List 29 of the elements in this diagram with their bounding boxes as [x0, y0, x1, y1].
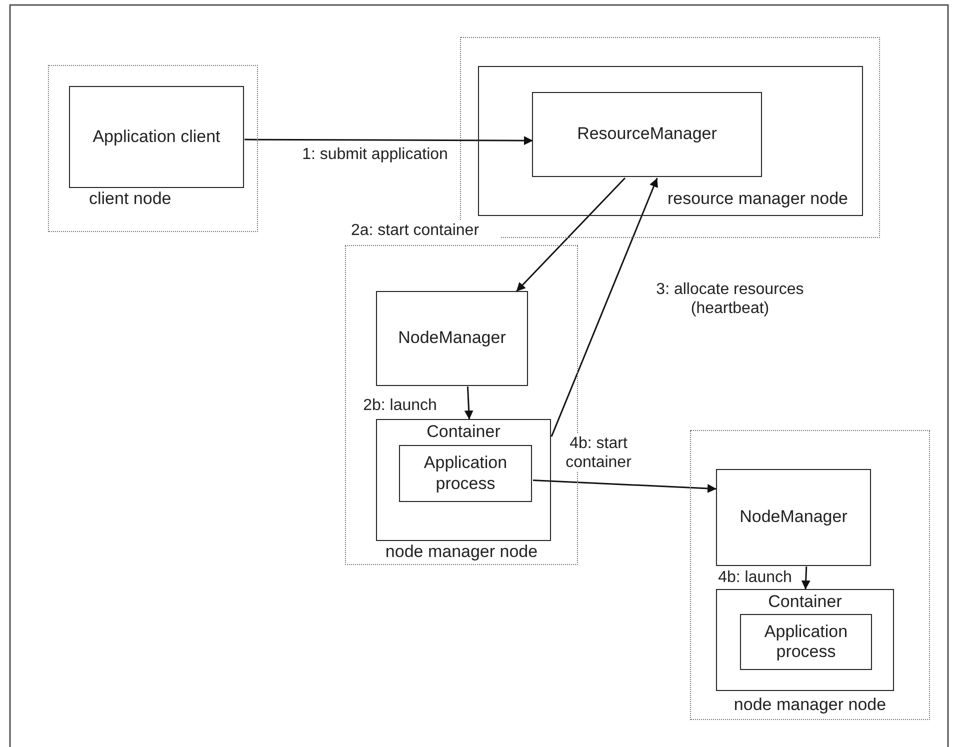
component-label: Application client: [92, 126, 220, 148]
component-box: [478, 66, 863, 216]
component-box: [376, 419, 551, 541]
arrow: [464, 386, 474, 420]
component-box: [740, 614, 872, 670]
component-label: NodeManager: [740, 507, 848, 528]
component-box: [399, 445, 532, 502]
node-label: client node: [89, 188, 172, 209]
component-box: [69, 86, 244, 188]
arrow: [244, 136, 533, 146]
component-box: [716, 589, 894, 691]
component-box: [716, 469, 871, 566]
component-label: Container: [768, 592, 842, 612]
arrow: [550, 178, 658, 437]
node-label: node manager node: [734, 694, 886, 715]
component-label: Application process: [422, 453, 508, 494]
component-label: NodeManager: [398, 328, 506, 349]
component-box: [376, 291, 528, 386]
component-label: ResourceManager: [577, 124, 717, 145]
edge-label: 1: submit application: [300, 145, 450, 164]
component-label: resource manager node: [667, 188, 848, 209]
arrow: [532, 479, 717, 493]
component-label: Application process: [763, 622, 849, 662]
component-box: [532, 92, 762, 177]
arrow: [801, 566, 810, 590]
arrow: [516, 177, 626, 292]
component-label: Container: [426, 422, 500, 442]
node-label: node manager node: [385, 542, 538, 562]
node-boundary: [48, 65, 258, 232]
